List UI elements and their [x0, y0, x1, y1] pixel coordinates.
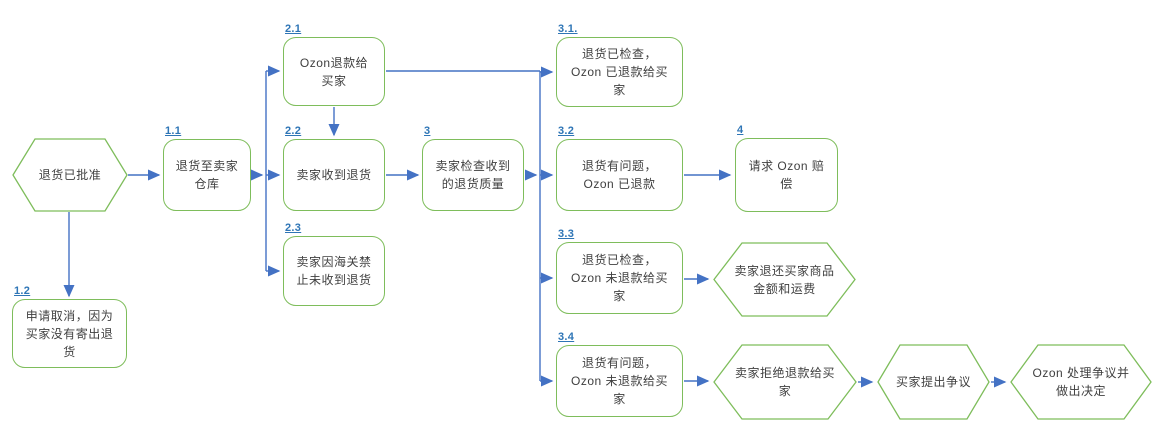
node-3-text: 卖家检查收到的退货质量 — [435, 159, 511, 191]
node-3-2-label: 3.2 — [558, 125, 575, 137]
node-hex-decide: Ozon 处理争议并做出决定 — [1010, 344, 1152, 420]
node-hex-dispute: 买家提出争议 — [877, 344, 990, 420]
hexagon-shape — [713, 242, 856, 317]
node-3-label: 3 — [424, 125, 431, 137]
node-3-4: 退货有问题，Ozon 未退款给买家 3.4 — [556, 331, 683, 417]
node-3: 卖家检查收到的退货质量 3 — [422, 125, 524, 211]
node-4-label: 4 — [737, 124, 744, 136]
node-hex-refuse: 卖家拒绝退款给买家 — [713, 344, 857, 420]
node-2-2: 卖家收到退货 2.2 — [283, 125, 385, 211]
node-3-1-text: 退货已检查，Ozon 已退款给买家 — [570, 47, 669, 97]
node-1-2: 申请取消，因为买家没有寄出退货 1.2 — [12, 285, 127, 368]
node-start-text: 退货已批准 — [38, 168, 102, 182]
node-1-1-text: 退货至卖家仓库 — [175, 159, 239, 191]
node-1-1: 退货至卖家仓库 1.1 — [163, 125, 251, 211]
node-2-3-label: 2.3 — [285, 222, 302, 234]
node-2-3-text: 卖家因海关禁止未收到退货 — [296, 255, 372, 287]
node-1-2-text: 申请取消，因为买家没有寄出退货 — [25, 308, 114, 359]
node-3-1: 退货已检查，Ozon 已退款给买家 3.1. — [556, 23, 683, 107]
node-2-2-label: 2.2 — [285, 125, 302, 137]
node-4-text: 请求 Ozon 赔偿 — [748, 159, 825, 191]
node-4: 请求 Ozon 赔偿 4 — [735, 124, 838, 212]
node-hex-refuse-text: 卖家拒绝退款给买家 — [735, 366, 836, 398]
node-3-3-label: 3.3 — [558, 228, 575, 240]
node-2-3: 卖家因海关禁止未收到退货 2.3 — [283, 222, 385, 306]
node-3-4-text: 退货有问题，Ozon 未退款给买家 — [570, 356, 669, 406]
node-start: 退货已批准 — [12, 138, 128, 212]
node-1-2-label: 1.2 — [14, 285, 31, 297]
node-2-2-text: 卖家收到退货 — [296, 168, 372, 182]
hexagon-shape — [1010, 344, 1152, 420]
node-hex-dispute-text: 买家提出争议 — [895, 375, 971, 389]
node-3-2-text: 退货有问题，Ozon 已退款 — [581, 159, 657, 191]
hexagon-shape — [877, 344, 990, 420]
node-2-1: Ozon退款给买家 2.1 — [283, 23, 385, 106]
node-hex-refund: 卖家退还买家商品金额和运费 — [713, 242, 856, 317]
node-1-1-label: 1.1 — [165, 125, 182, 137]
node-hex-refund-text: 卖家退还买家商品金额和运费 — [734, 263, 835, 296]
node-3-3-text: 退货已检查，Ozon 未退款给买家 — [570, 253, 669, 303]
hexagon-shape — [713, 344, 857, 420]
node-3-2: 退货有问题，Ozon 已退款 3.2 — [556, 125, 683, 211]
node-3-4-label: 3.4 — [558, 331, 575, 343]
node-3-1-label: 3.1. — [558, 23, 578, 35]
node-3-3: 退货已检查，Ozon 未退款给买家 3.3 — [556, 228, 683, 314]
hexagon-shape — [12, 138, 128, 212]
node-hex-decide-text: Ozon 处理争议并做出决定 — [1032, 366, 1130, 398]
node-2-1-text: Ozon退款给买家 — [299, 55, 369, 88]
node-2-1-label: 2.1 — [285, 23, 302, 35]
